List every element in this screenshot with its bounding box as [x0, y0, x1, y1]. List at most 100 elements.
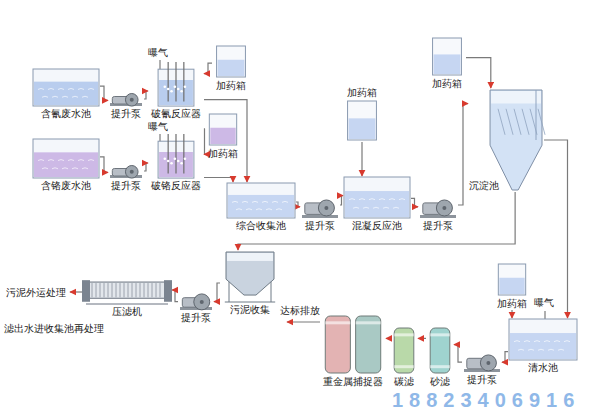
- equipment-node: 污泥收集: [220, 250, 280, 316]
- equipment-icon: [205, 112, 241, 147]
- node-label: 提升泵: [110, 107, 142, 120]
- equipment-node: 混凝反应池: [343, 176, 411, 232]
- equipment-icon: [418, 196, 458, 219]
- node-label: 含氰废水池: [40, 107, 92, 120]
- equipment-icon: [428, 36, 466, 77]
- note-label: 污泥外运处理: [6, 286, 66, 299]
- flow-arrow: [204, 178, 233, 183]
- node-label: 混凝反应池: [351, 219, 403, 232]
- equipment-icon: [494, 262, 530, 297]
- watermark: 18823406916: [392, 390, 580, 410]
- node-label: 破铬反应器: [150, 179, 202, 192]
- note-label: 滤出水进收集池再处理: [4, 322, 104, 335]
- equipment-node: 综合收集池: [226, 182, 296, 232]
- flow-arrow: [386, 338, 390, 339]
- node-label: 含铬废水池: [40, 179, 92, 192]
- flow-arrow: [458, 104, 468, 205]
- flow-arrow: [204, 100, 247, 182]
- equipment-icon: [390, 326, 418, 375]
- equipment-node: 破铬反应器: [148, 134, 204, 192]
- flow-arrow: [361, 142, 362, 176]
- equipment-node: 清水池: [508, 318, 578, 374]
- note-label: 达标排放: [280, 304, 320, 317]
- node-label: 加药箱: [431, 77, 463, 90]
- equipment-node: 破氰反应器: [148, 62, 204, 120]
- node-label: 提升泵: [422, 219, 454, 232]
- equipment-icon: [108, 164, 144, 179]
- flow-arrow: [544, 140, 568, 318]
- equipment-icon: [508, 318, 578, 361]
- node-label: 加药箱: [346, 86, 378, 99]
- node-label: 污泥收集: [229, 303, 271, 316]
- equipment-node: 含铬废水池: [32, 138, 100, 192]
- node-label: 提升泵: [180, 311, 212, 324]
- node-label: 提升泵: [110, 179, 142, 192]
- node-label: 破氰反应器: [150, 107, 202, 120]
- equipment-icon: [32, 138, 100, 179]
- equipment-icon: [468, 88, 544, 192]
- flow-arrow: [144, 163, 148, 171]
- equipment-icon: [426, 326, 454, 375]
- discharge-arrow: [287, 321, 320, 322]
- flow-arrow: [172, 290, 178, 302]
- node-label: 清水池: [527, 361, 559, 374]
- equipment-icon: [300, 196, 340, 219]
- equipment-icon: [212, 44, 250, 79]
- equipment-node: 砂滤: [426, 326, 454, 388]
- node-label: 提升泵: [304, 219, 336, 232]
- equipment-node: 加药箱: [205, 112, 241, 160]
- equipment-node: 提升泵: [300, 196, 340, 232]
- equipment-node: 加药箱: [428, 36, 466, 90]
- equipment-node: 提升泵: [418, 196, 458, 232]
- node-label: 加药箱: [496, 297, 528, 310]
- flow-arrow: [340, 196, 343, 205]
- equipment-icon: [82, 278, 172, 305]
- node-label: 提升泵: [466, 373, 498, 386]
- equipment-icon: [462, 352, 502, 373]
- flow-arrow: [466, 58, 491, 88]
- equipment-icon: [220, 250, 280, 303]
- node-label: 沉淀池: [468, 179, 500, 192]
- node-label: 加药箱: [215, 79, 247, 92]
- sludge-out-arrow: [70, 291, 82, 292]
- note-label: 曝气: [148, 120, 168, 133]
- equipment-icon: [108, 92, 144, 107]
- equipment-icon: [343, 176, 411, 219]
- flow-arrow: [511, 310, 512, 318]
- equipment-icon: [32, 68, 100, 107]
- flow-arrow: [204, 63, 212, 73]
- flow-arrow: [214, 283, 220, 302]
- equipment-node: 含氰废水池: [32, 68, 100, 120]
- equipment-icon: [148, 134, 204, 179]
- equipment-node: 提升泵: [108, 92, 144, 120]
- equipment-icon: [320, 314, 386, 375]
- node-label: 加药箱: [207, 147, 239, 160]
- equipment-node: 提升泵: [178, 292, 214, 324]
- equipment-node: 加药箱: [212, 44, 250, 92]
- equipment-icon: [343, 99, 381, 142]
- equipment-node: 重金属捕捉器: [320, 314, 386, 388]
- equipment-node: 加药箱: [494, 262, 530, 310]
- equipment-node: 沉淀池: [468, 88, 544, 192]
- equipment-icon: [226, 182, 296, 219]
- equipment-node: 压滤机: [82, 278, 172, 318]
- flow-arrow: [296, 202, 300, 207]
- flow-arrow: [454, 345, 462, 363]
- equipment-node: 提升泵: [462, 352, 502, 386]
- flow-arrow: [418, 338, 426, 339]
- note-label: 曝气: [534, 296, 554, 309]
- flow-arrow: [411, 198, 418, 206]
- node-label: 综合收集池: [235, 219, 287, 232]
- node-label: 碳滤: [393, 375, 415, 388]
- equipment-node: 碳滤: [390, 326, 418, 388]
- equipment-node: 提升泵: [108, 164, 144, 192]
- equipment-node: 加药箱: [343, 86, 381, 142]
- flow-arrow: [100, 86, 108, 100]
- flow-arrow: [204, 129, 205, 155]
- node-label: 砂滤: [429, 375, 451, 388]
- node-label: 重金属捕捉器: [322, 375, 384, 388]
- equipment-icon: [148, 62, 204, 107]
- flow-arrow: [144, 91, 148, 99]
- node-label: 压滤机: [111, 305, 143, 318]
